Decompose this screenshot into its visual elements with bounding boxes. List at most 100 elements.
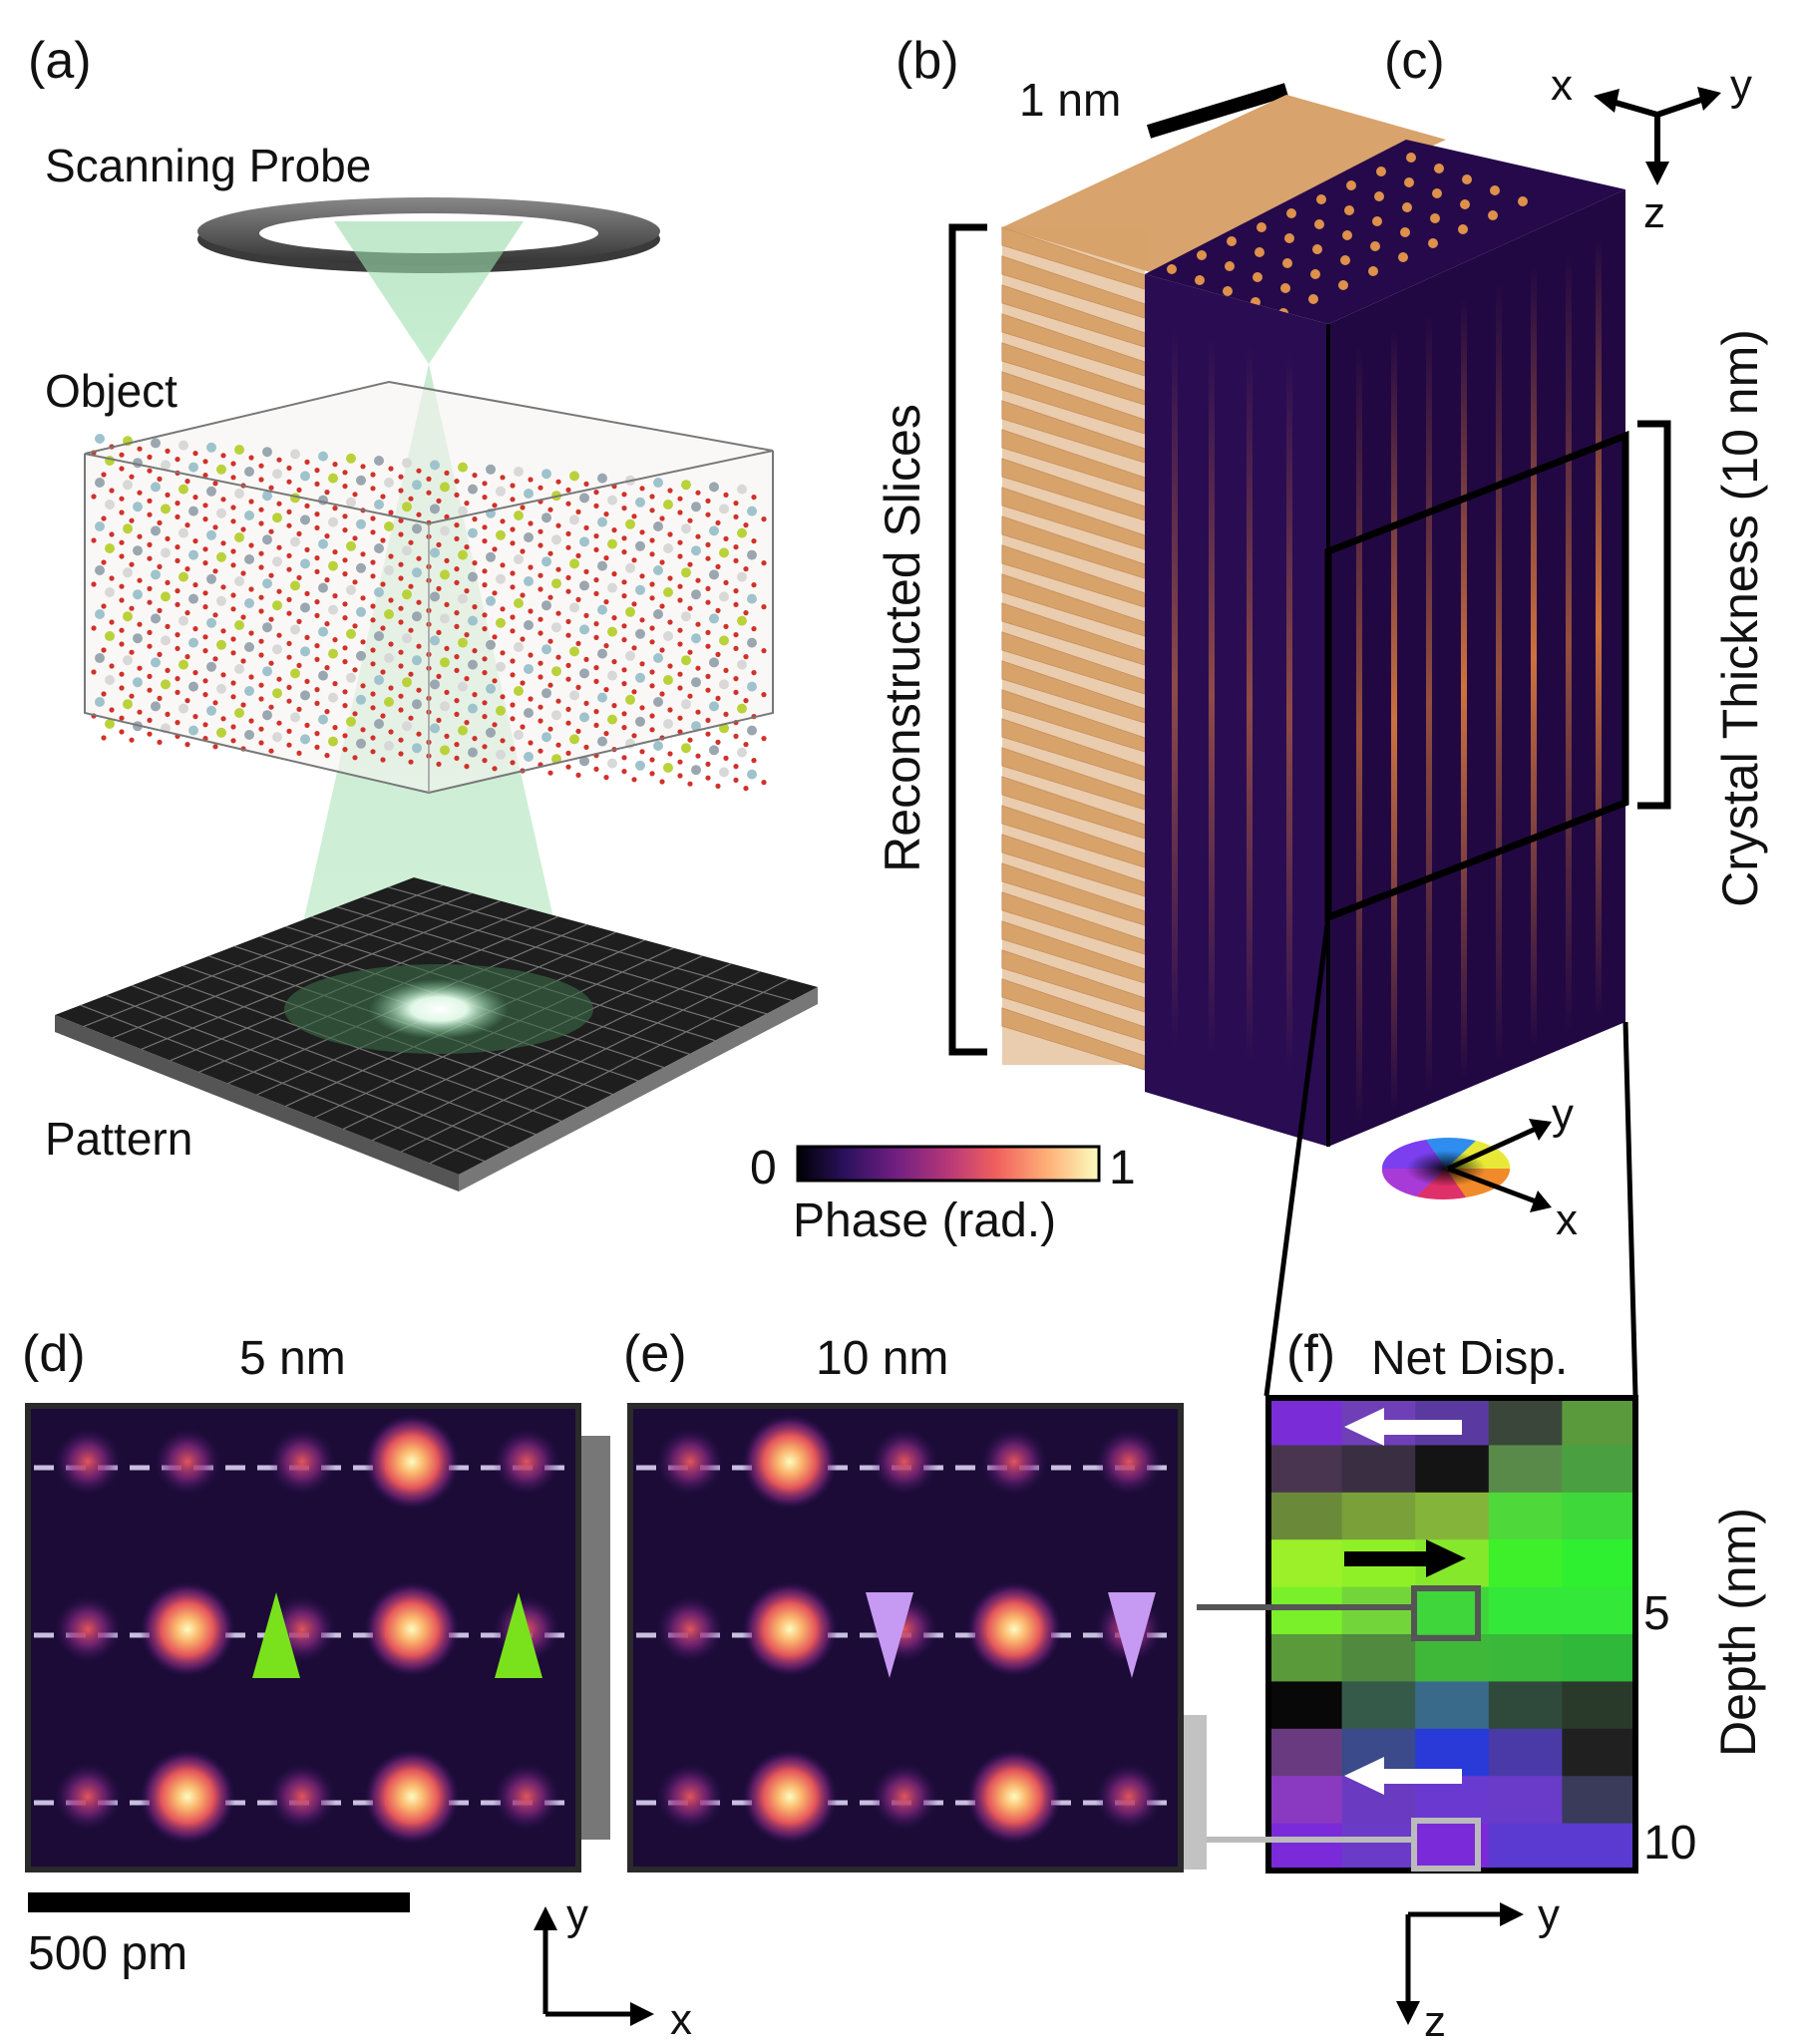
selected-cell-5nm (1411, 1585, 1481, 1641)
displacement-cell (1268, 1398, 1343, 1446)
volume-top-face (1145, 140, 1625, 324)
displacement-cell (1488, 1634, 1563, 1682)
displacement-cell (1488, 1586, 1563, 1635)
axis-x-label: x (1551, 61, 1573, 110)
axis-y-label: y (1730, 61, 1752, 110)
phase-volume (1145, 140, 1638, 1397)
displacement-cell (1268, 1728, 1343, 1777)
atom-column-spot-d (364, 1414, 460, 1510)
panel-f-letter: (f) (1286, 1325, 1335, 1383)
displacement-cell (1488, 1728, 1563, 1777)
xy-axis-indicator (534, 1906, 654, 2026)
panel-e: (e) 10 nm (623, 1325, 1184, 1873)
scalebar-500pm-label: 500 pm (28, 1927, 187, 1980)
panel-f: (f) Net Disp. 5 10 Depth (nm) (1197, 1325, 1766, 2044)
displacement-cell (1488, 1823, 1563, 1872)
atom-column-spot-d (54, 1595, 122, 1663)
thickness-bracket (1637, 420, 1671, 810)
atom-column-spot-e (1095, 1428, 1163, 1496)
atom-column-spot-e (656, 1595, 724, 1663)
displacement-arrow-bottom (1344, 1757, 1462, 1795)
displacement-cell (1562, 1398, 1636, 1446)
displacement-cell (1562, 1634, 1636, 1682)
displacement-cell (1341, 1492, 1416, 1540)
displacement-cell (1488, 1681, 1563, 1730)
direction-marker-e (1108, 1592, 1156, 1678)
colorbar-gradient (796, 1145, 1101, 1183)
displacement-cell (1488, 1492, 1563, 1540)
atom-column-spot-d (493, 1428, 560, 1496)
axis-indicator-z-f: z (1424, 1997, 1446, 2044)
displacement-cell (1268, 1681, 1343, 1730)
probe-beam-cone (334, 221, 524, 364)
displacement-cell (1562, 1823, 1636, 1872)
atom-column-spot-d (493, 1763, 560, 1831)
panel-d-letter: (d) (22, 1325, 86, 1383)
direction-marker-d (495, 1592, 542, 1678)
wheel-axis-x: x (1556, 1195, 1578, 1244)
displacement-arrow-top (1344, 1408, 1462, 1446)
axis-indicator-y: y (566, 1890, 588, 1939)
displacement-cell (1268, 1776, 1343, 1825)
slices-bracket (948, 223, 987, 1056)
atom-column-spot-d (54, 1763, 122, 1831)
colorbar-max: 1 (1109, 1142, 1136, 1194)
axis-indicator-y-f: y (1538, 1890, 1560, 1939)
displacement-cell (1341, 1586, 1416, 1635)
displacement-cell (1488, 1776, 1563, 1825)
atom-column-spot-d (364, 1581, 460, 1677)
xyz-axis-triad (1594, 87, 1721, 185)
displacement-cell (1562, 1586, 1636, 1635)
phase-colorbar: 0 1 Phase (rad.) (750, 1142, 1136, 1247)
displacement-arrow-middle (1344, 1539, 1466, 1577)
panel-d-title: 5 nm (239, 1332, 346, 1385)
atom-column-spot-e (980, 1428, 1048, 1496)
panel-c-letter: (c) (1384, 32, 1445, 90)
colorbar-label: Phase (rad.) (793, 1194, 1056, 1247)
atom-column-spot-d (154, 1428, 221, 1496)
depth-axis-label: Depth (nm) (1710, 1508, 1766, 1757)
displacement-cell (1268, 1634, 1343, 1682)
scanning-probe-label: Scanning Probe (45, 140, 371, 191)
displacement-cell (1268, 1539, 1343, 1588)
atom-column-spot-d (140, 1581, 235, 1677)
direction-marker-e (866, 1592, 913, 1678)
atom-column-spot-e (871, 1428, 938, 1496)
panel-e-letter: (e) (623, 1325, 687, 1383)
panel-e-title: 10 nm (816, 1332, 948, 1385)
panel-a: (a) Scanning Probe Object (28, 32, 818, 1192)
connector-d-e (581, 1436, 610, 1840)
displacement-cell (1488, 1539, 1563, 1588)
reconstructed-slices-label: Reconstructed Slices (875, 404, 930, 872)
displacement-cell (1268, 1823, 1343, 1872)
volume-left-face (1145, 274, 1328, 1147)
zoom-line-right (1622, 1021, 1638, 1397)
net-displacement-map (1268, 1398, 1636, 1872)
atom-column-spot-e (742, 1749, 838, 1845)
colorbar-min: 0 (750, 1142, 777, 1194)
atom-column-spot-e (656, 1763, 724, 1831)
depth-tick-5: 5 (1643, 1587, 1670, 1640)
detector-pattern (55, 877, 818, 1192)
panel-d: (d) 5 nm 500 pm y x (22, 1325, 692, 2044)
crystal-object (84, 380, 774, 795)
displacement-cell (1562, 1776, 1636, 1825)
pattern-label: Pattern (45, 1113, 192, 1165)
displacement-cell (1562, 1445, 1636, 1494)
wheel-axis-y: y (1552, 1090, 1574, 1139)
displacement-cell (1415, 1681, 1490, 1730)
highlight-region (1324, 430, 1629, 923)
scalebar-1nm-label: 1 nm (1019, 74, 1121, 126)
object-label: Object (45, 365, 178, 417)
panel-f-title: Net Disp. (1371, 1332, 1568, 1385)
axis-z-label: z (1643, 188, 1665, 237)
panel-b: (b) 1 nm Reconstructed Slices (875, 32, 1446, 1071)
volume-right-face (1328, 189, 1625, 1147)
panel-b-letter: (b) (896, 32, 959, 90)
panel-a-letter: (a) (28, 32, 92, 90)
atom-column-spot-d (364, 1749, 460, 1845)
displacement-cell (1562, 1728, 1636, 1777)
atom-column-spot-d (268, 1428, 336, 1496)
displacement-cell (1268, 1492, 1343, 1540)
displacement-cell (1341, 1823, 1416, 1872)
